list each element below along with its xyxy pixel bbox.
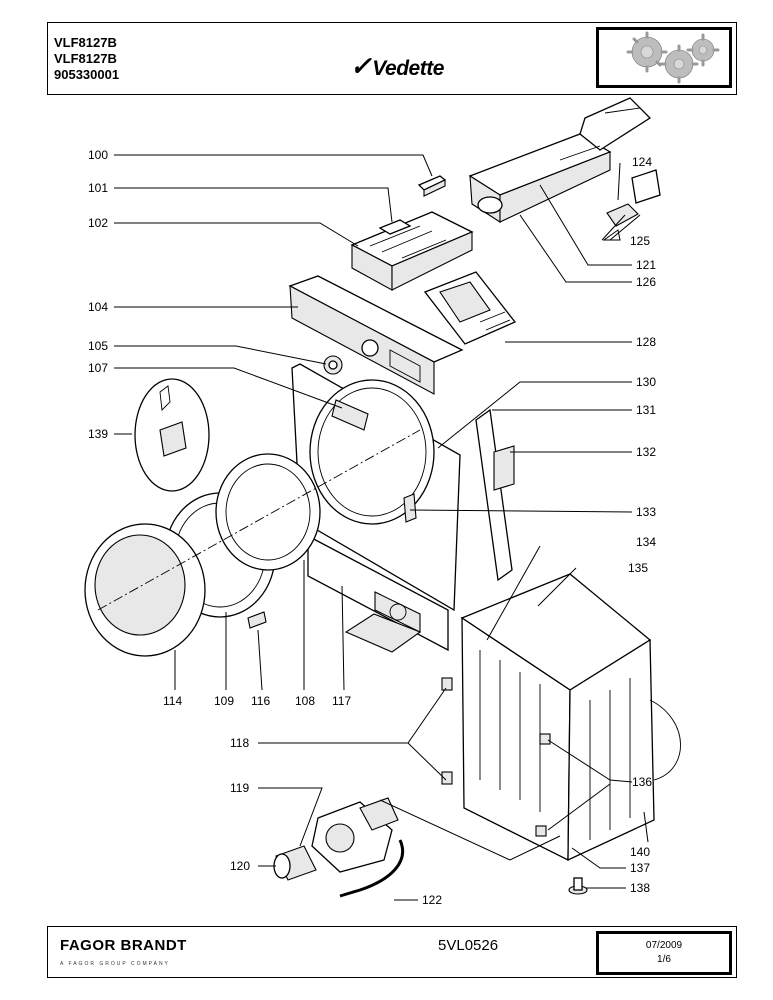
label-101: 101 [88, 181, 108, 195]
logo-text: Vedette [372, 57, 444, 80]
part-138-foot [568, 877, 588, 895]
part-128-programmer [423, 271, 517, 345]
label-138: 138 [630, 881, 650, 895]
part-124-valve-bracket [606, 169, 661, 227]
model-codes: VLF8127B VLF8127B 905330001 [54, 35, 119, 83]
manufacturer-name: FAGOR BRANDT [60, 937, 187, 954]
title-block-header: VLF8127B VLF8127B 905330001 ✓Vedette [47, 22, 737, 95]
label-105: 105 [88, 339, 108, 353]
label-125: 125 [630, 234, 650, 248]
part-117-lower-panel [307, 534, 449, 653]
page-number: 1/6 [657, 954, 671, 965]
gears-image-frame [596, 27, 732, 88]
label-131: 131 [636, 403, 656, 417]
document-date: 07/2009 [645, 940, 683, 951]
part-100-clip [417, 175, 447, 197]
assembly-axis-lines [97, 429, 421, 611]
exploded-view-diagram: 100 101 102 104 105 107 139 114 109 116 … [84, 97, 681, 907]
label-132: 132 [636, 445, 656, 459]
model-code-2: VLF8127B [54, 51, 117, 66]
label-104: 104 [88, 300, 108, 314]
part-102-detergent-drawer [350, 211, 474, 291]
label-120: 120 [230, 859, 250, 873]
label-134: 134 [636, 535, 656, 549]
label-124: 124 [632, 155, 652, 169]
part-number: 905330001 [54, 67, 120, 82]
label-102: 102 [88, 216, 108, 230]
part-118-clips [441, 677, 453, 785]
label-122: 122 [422, 893, 442, 907]
label-100: 100 [88, 148, 108, 162]
label-119: 119 [230, 781, 249, 795]
part-136-brackets [535, 733, 551, 837]
manufacturer-tagline: A FAGOR GROUP COMPANY [60, 961, 170, 967]
part-125-valve [606, 203, 639, 227]
part-133-hinge [403, 493, 417, 523]
label-140: 140 [630, 845, 650, 859]
label-117: 117 [332, 694, 351, 708]
label-139: 139 [88, 427, 108, 441]
title-block-footer: FAGOR BRANDT A FAGOR GROUP COMPANY 5VL05… [47, 926, 737, 978]
label-135: 135 [628, 561, 648, 575]
part-104-control-panel [288, 275, 464, 395]
fagor-brandt-logo: FAGOR BRANDT [60, 937, 187, 954]
label-114: 114 [163, 694, 182, 708]
part-140-side-panel [567, 638, 655, 862]
part-116-screw [247, 611, 267, 629]
leader-lines [114, 154, 649, 901]
document-code: 5VL0526 [438, 937, 499, 954]
part-132-bracket-clip [493, 445, 515, 491]
label-130: 130 [636, 375, 656, 389]
label-121: 121 [636, 258, 656, 272]
label-109: 109 [214, 694, 234, 708]
part-101-siphon [378, 219, 412, 235]
part-131-side-bracket [475, 408, 515, 582]
part-114-door-frame [84, 523, 206, 657]
part-121-drawer-housing [468, 97, 652, 224]
part-108-door-seal [215, 453, 321, 571]
part-105-knob [323, 355, 343, 375]
gears-icon [626, 31, 720, 84]
part-labels: 100 101 102 104 105 107 139 114 109 116 … [88, 148, 656, 907]
label-118: 118 [230, 736, 249, 750]
label-126: 126 [636, 275, 656, 289]
label-108: 108 [295, 694, 315, 708]
date-page-box: 07/2009 1/6 [596, 931, 732, 975]
part-122-hose [339, 839, 405, 898]
part-139-hinge-detail [134, 378, 210, 492]
label-128: 128 [636, 335, 656, 349]
part-120-pump-filter [273, 845, 317, 881]
part-134-cabinet [460, 573, 681, 862]
model-code-1: VLF8127B [54, 35, 117, 50]
label-137: 137 [630, 861, 650, 875]
vedette-logo: ✓Vedette [350, 51, 444, 82]
part-119-drain-pump [311, 797, 399, 873]
label-107: 107 [88, 361, 108, 375]
logo-mark-icon: ✓ [350, 51, 372, 81]
label-136: 136 [632, 775, 652, 789]
label-116: 116 [251, 694, 270, 708]
label-133: 133 [636, 505, 656, 519]
